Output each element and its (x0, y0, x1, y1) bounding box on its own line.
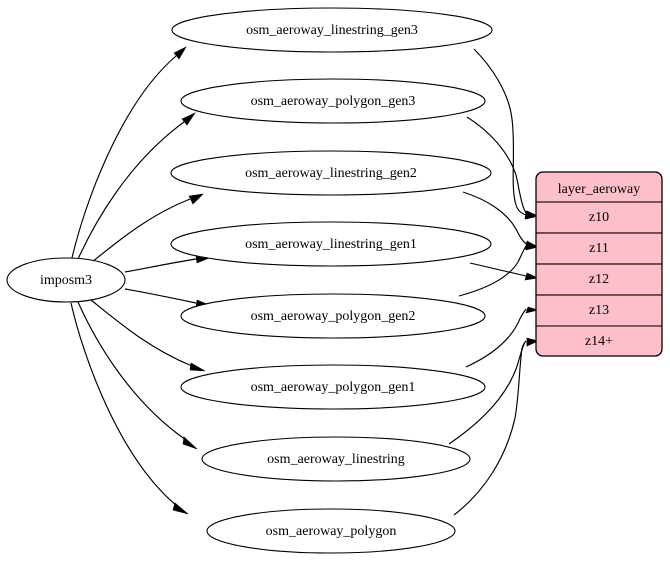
layer-table-header-label: layer_aeroway (558, 182, 640, 197)
node-osm-aeroway-polygon-shape[interactable] (206, 508, 456, 554)
node-osm-aeroway-polygon-gen2[interactable]: osm_aeroway_polygon_gen2 (180, 293, 486, 339)
node-osm-aeroway-linestring-gen2[interactable]: osm_aeroway_linestring_gen2 (170, 150, 492, 196)
node-osm-aeroway-polygon-gen3-label: osm_aeroway_polygon_gen3 (251, 94, 416, 109)
edge-polygon-to-z14 (453, 340, 527, 516)
node-imposm3-shape[interactable] (6, 257, 126, 303)
node-osm-aeroway-linestring-label: osm_aeroway_linestring (267, 452, 405, 467)
arrowhead-z10-b (525, 210, 539, 220)
edge-polygon-gen3-to-z10 (466, 116, 528, 215)
node-osm-aeroway-polygon-gen3-shape[interactable] (180, 78, 486, 124)
layer-table-row-z11-label: z11 (589, 241, 609, 256)
node-osm-aeroway-linestring[interactable]: osm_aeroway_linestring (201, 436, 471, 482)
node-osm-aeroway-linestring-gen2-shape[interactable] (170, 150, 492, 196)
edge-imposm3-to-linestring-gen1 (124, 258, 197, 273)
edge-imposm3-to-polygon (70, 302, 178, 507)
node-osm-aeroway-polygon-label: osm_aeroway_polygon (266, 524, 397, 539)
arrowhead-polygon (172, 502, 189, 515)
node-imposm3-label: imposm3 (40, 273, 92, 288)
arrowhead-linestring-gen3 (173, 46, 187, 60)
node-osm-aeroway-linestring-gen1-label: osm_aeroway_linestring_gen1 (245, 237, 417, 252)
edge-linestring-gen2-to-z11 (462, 191, 527, 245)
node-osm-aeroway-polygon-gen3[interactable]: osm_aeroway_polygon_gen3 (180, 78, 486, 124)
edge-imposm3-to-polygon-gen1 (90, 299, 193, 367)
node-osm-aeroway-linestring-shape[interactable] (201, 436, 471, 482)
node-osm-aeroway-linestring-gen3-shape[interactable] (171, 7, 493, 53)
edge-polygon-gen2-to-z11 (458, 245, 527, 297)
edge-imposm3-to-linestring (77, 301, 187, 441)
node-osm-aeroway-polygon-gen2-shape[interactable] (180, 293, 486, 339)
edge-group-tables-to-layer (448, 48, 540, 516)
layer-table-row-z12-label: z12 (589, 272, 609, 287)
node-osm-aeroway-linestring-gen1-shape[interactable] (170, 221, 492, 267)
node-osm-aeroway-linestring-gen2-label: osm_aeroway_linestring_gen2 (245, 166, 417, 181)
layer-table-row-z13-label: z13 (589, 303, 609, 318)
node-osm-aeroway-linestring-gen3-label: osm_aeroway_linestring_gen3 (246, 23, 418, 38)
node-osm-aeroway-polygon-gen1[interactable]: osm_aeroway_polygon_gen1 (180, 364, 486, 410)
layer-table-outline (535, 171, 663, 357)
edge-polygon-gen1-to-z13 (465, 308, 527, 368)
node-osm-aeroway-linestring-gen1[interactable]: osm_aeroway_linestring_gen1 (170, 221, 492, 267)
edge-imposm3-to-polygon-gen2 (124, 288, 197, 304)
edge-linestring-gen3-to-z10 (473, 48, 527, 216)
node-osm-aeroway-polygon-gen2-label: osm_aeroway_polygon_gen2 (251, 309, 416, 324)
node-osm-aeroway-polygon[interactable]: osm_aeroway_polygon (206, 508, 456, 554)
arrowhead-linestring (182, 436, 198, 450)
edge-imposm3-to-polygon-gen3 (77, 121, 185, 260)
arrowhead-z14-b (526, 337, 539, 346)
layer-table-row-z11-cell[interactable] (535, 232, 663, 265)
layer-table-row-z10-cell[interactable] (535, 201, 663, 234)
arrowhead-z11-b (525, 243, 540, 251)
edge-imposm3-to-linestring-gen3 (71, 55, 177, 259)
arrowhead-z12 (524, 272, 540, 281)
arrowhead-polygon-gen1 (189, 362, 206, 372)
arrowhead-z13 (525, 306, 540, 314)
node-osm-aeroway-polygon-gen1-label: osm_aeroway_polygon_gen1 (251, 380, 416, 395)
arrowhead-linestring-gen2 (188, 193, 204, 205)
edge-linestring-gen1-to-z12 (469, 262, 527, 277)
node-osm-aeroway-linestring-gen3[interactable]: osm_aeroway_linestring_gen3 (171, 7, 493, 53)
node-osm-aeroway-polygon-gen1-shape[interactable] (180, 364, 486, 410)
node-imposm3[interactable]: imposm3 (6, 257, 126, 303)
edge-imposm3-to-linestring-gen2 (91, 198, 191, 263)
arrowhead-polygon-gen3 (181, 112, 196, 126)
layer-table-row-z14-label: z14+ (585, 334, 613, 349)
node-layer-aeroway-table[interactable]: layer_aeroway z10 z11 z12 z13 z14+ (535, 171, 663, 357)
layer-table-row-z10-label: z10 (589, 210, 609, 225)
